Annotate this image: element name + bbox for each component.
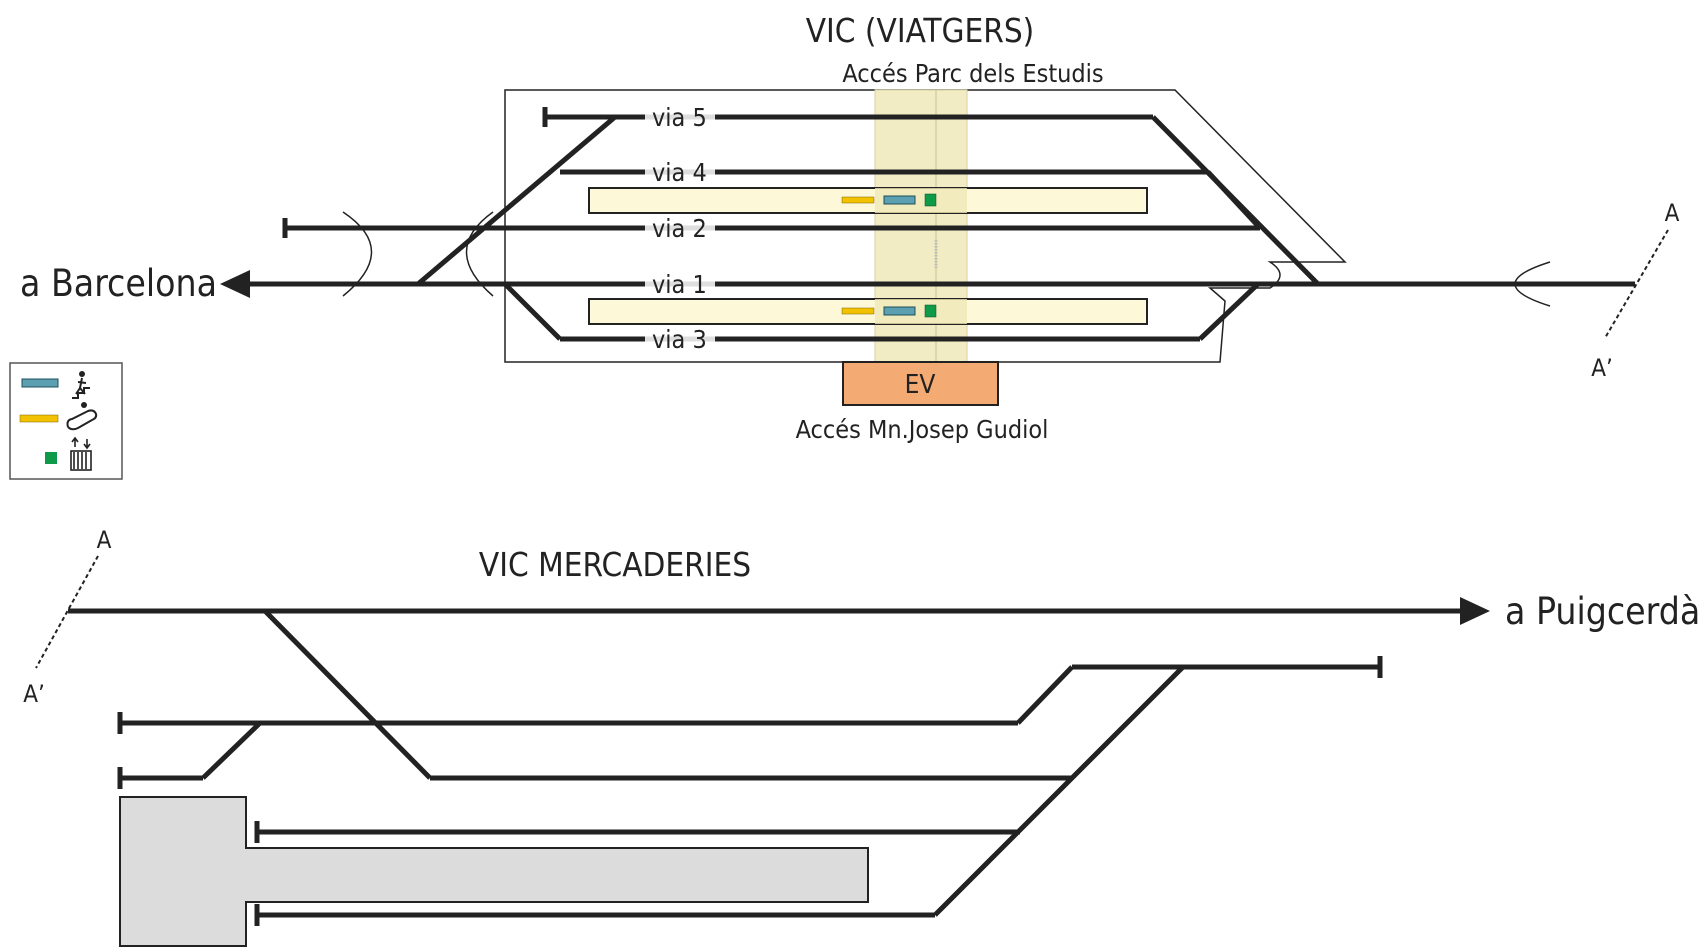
switch xyxy=(1206,170,1262,230)
elevator-icon xyxy=(70,436,92,471)
access-label-north: Accés Parc dels Estudis xyxy=(842,59,1103,88)
track-label-via-1: via 1 xyxy=(652,270,707,299)
switch xyxy=(263,609,432,780)
stairs-person-icon xyxy=(72,371,90,399)
escalator-marker xyxy=(841,196,875,204)
switch xyxy=(1198,282,1260,341)
station-title: VIC (VIATGERS) xyxy=(806,11,1035,50)
direction-east-label: a Puigcerdà xyxy=(1505,590,1700,633)
elevator-marker xyxy=(924,304,937,318)
escalator-marker xyxy=(841,307,875,315)
section-mark-a: A xyxy=(97,526,112,554)
building-label: EV xyxy=(905,370,936,400)
station-title-freight: VIC MERCADERIES xyxy=(479,545,751,584)
escalator-icon xyxy=(66,402,98,431)
legend-swatch-elevator xyxy=(45,452,57,464)
section-mark-a-prime: A’ xyxy=(1591,354,1613,382)
track-label-via-4: via 4 xyxy=(652,158,707,187)
via-label-bg xyxy=(645,158,715,184)
via-label-bg xyxy=(645,214,715,240)
switch xyxy=(933,665,1185,917)
section-line xyxy=(35,555,99,669)
bridge-arc xyxy=(465,211,494,297)
arrow-west-icon xyxy=(220,270,250,298)
switch xyxy=(201,721,262,780)
track-label-via-2: via 2 xyxy=(652,214,707,243)
section-mark-a: A xyxy=(1665,199,1680,227)
bridge-arc xyxy=(1514,261,1551,307)
legend-swatch-escalator xyxy=(19,414,59,423)
direction-west-label: a Barcelona xyxy=(20,262,217,305)
legend-swatch-stairs xyxy=(21,378,59,388)
via-label-bg xyxy=(645,270,715,296)
stairs-marker xyxy=(883,306,916,316)
elevator-marker xyxy=(924,193,937,207)
track-label-via-3: via 3 xyxy=(652,325,707,354)
station-building xyxy=(842,361,999,406)
switch xyxy=(416,115,617,286)
via-label-bg xyxy=(645,103,715,129)
bridge-arc xyxy=(342,211,373,297)
stairs-marker xyxy=(883,195,916,205)
arrow-east-icon xyxy=(1460,597,1490,625)
switch xyxy=(503,282,562,341)
section-mark-a-prime: A’ xyxy=(23,680,45,708)
freight-platform xyxy=(119,796,869,947)
via-label-bg xyxy=(645,325,715,351)
switch xyxy=(1016,665,1074,725)
track-label-via-5: via 5 xyxy=(652,103,707,132)
access-label-south: Accés Mn.Josep Gudiol xyxy=(796,415,1049,444)
